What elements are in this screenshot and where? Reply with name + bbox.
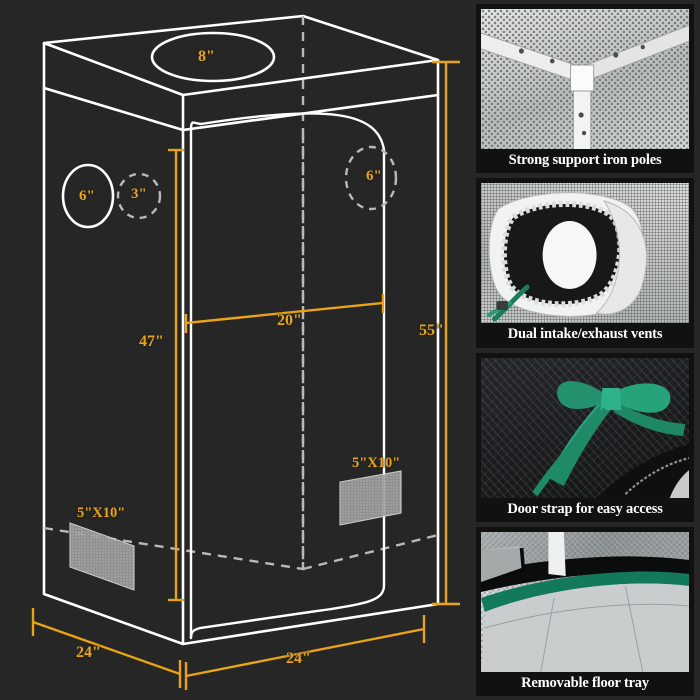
dimension-lines — [31, 60, 460, 690]
feature-card-intake-vents: Dual intake/exhaust vents — [476, 178, 694, 348]
tent-dimension-diagram: 8" 6" 3" 6" 20" 47" 55" 24" 24" 5"X10" 5… — [31, 14, 460, 690]
caption-floor-tray: Removable floor tray — [521, 674, 649, 691]
dim-label-total-height: 55" — [419, 322, 444, 339]
front-duct-port-6in — [344, 145, 398, 211]
dim-label-depth: 24" — [76, 644, 101, 661]
photo-door-strap — [481, 357, 689, 498]
mesh-vent-left — [69, 522, 135, 591]
dimension-line-20 — [184, 294, 385, 333]
feature-photo-column: Strong support iron poles — [470, 0, 700, 700]
feature-card-door-strap: Door strap for easy access — [476, 352, 694, 522]
dim-label-mesh-vent-left: 5"X10" — [77, 505, 126, 521]
caption-intake-vents: Dual intake/exhaust vents — [507, 326, 663, 343]
hidden-edges-top — [43, 86, 439, 132]
pole-illustration — [481, 24, 689, 150]
side-cord-port-3in — [116, 172, 162, 220]
top-duct-port-8in — [150, 31, 276, 83]
photo-floor-tray — [481, 531, 689, 672]
tent-front-face — [182, 95, 440, 646]
dimension-line-24-width — [184, 615, 426, 690]
tent-top-lid — [42, 14, 440, 97]
tent-door-outline — [189, 112, 386, 640]
photo-intake-vents — [481, 183, 689, 324]
tent-left-face — [42, 88, 185, 646]
caption-support-poles: Strong support iron poles — [508, 152, 662, 169]
feature-card-floor-tray: Removable floor tray — [476, 526, 694, 696]
dim-label-door-height: 47" — [139, 333, 164, 350]
caption-door-strap: Door strap for easy access — [507, 500, 663, 517]
dimension-line-24-depth — [31, 608, 182, 688]
dim-label-front-port-6: 6" — [366, 168, 382, 184]
side-duct-port-6in — [61, 163, 115, 229]
floor-tray-illustration — [481, 531, 689, 672]
dim-label-width: 24" — [286, 650, 311, 667]
tent-wireframe-svg — [31, 14, 460, 690]
vent-sock-illustration — [486, 192, 647, 322]
feature-card-support-poles: Strong support iron poles — [476, 4, 694, 174]
dim-label-mesh-vent-right: 5"X10" — [352, 455, 401, 471]
dim-label-top-port: 8" — [198, 48, 215, 65]
photo-support-poles — [481, 9, 689, 150]
dim-label-side-port-6: 6" — [79, 188, 95, 204]
dim-label-side-port-3: 3" — [131, 186, 147, 202]
dimension-line-47 — [168, 148, 184, 602]
dim-label-interior-width: 20" — [277, 312, 302, 329]
dimension-line-55 — [432, 60, 460, 606]
hidden-edges-bottom — [43, 130, 439, 571]
strap-bow-illustration — [532, 380, 689, 498]
mesh-vent-right — [339, 470, 402, 526]
